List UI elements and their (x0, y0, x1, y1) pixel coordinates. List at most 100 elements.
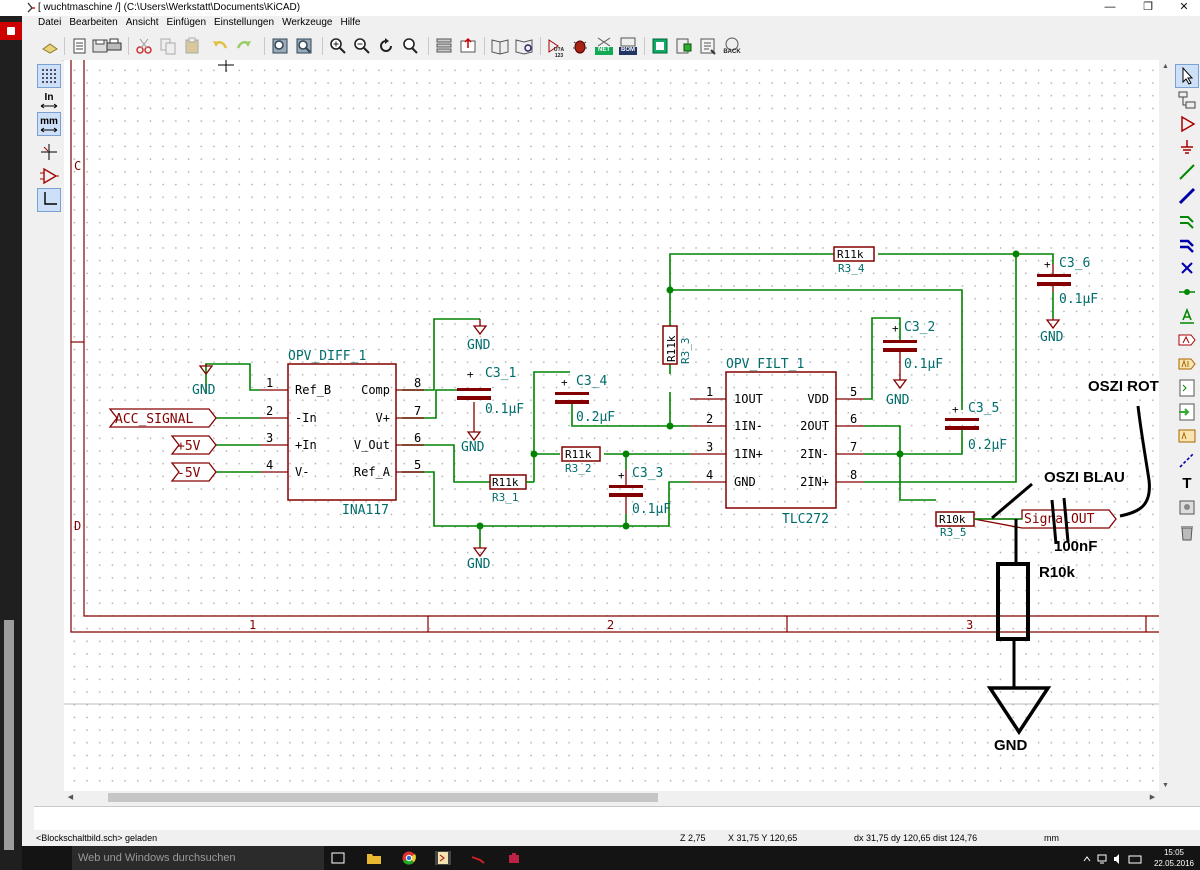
zoom-in-icon[interactable] (328, 36, 348, 56)
minimize-button[interactable]: — (1104, 1, 1116, 13)
volume-icon[interactable] (1112, 852, 1124, 866)
import-sheet-pin-button[interactable] (1175, 400, 1199, 424)
place-image-button[interactable] (1175, 496, 1199, 520)
hier-label-button[interactable] (1175, 352, 1199, 376)
graphic-line-button[interactable] (1175, 448, 1199, 472)
hier-label-minus-5v[interactable]: -5V (170, 462, 217, 482)
paste-icon[interactable] (182, 36, 202, 56)
zoom-fit-icon[interactable] (400, 36, 420, 56)
app-icon[interactable] (0, 22, 22, 40)
r3-4-resistor[interactable]: R11k R3_4 (833, 246, 875, 275)
delete-button[interactable] (1175, 520, 1199, 544)
scroll-down-icon[interactable]: ▼ (1162, 782, 1169, 789)
hierarchy-navigator-icon[interactable] (434, 36, 454, 56)
scroll-left-icon[interactable]: ◀ (67, 794, 74, 801)
new-sheet-icon[interactable] (40, 36, 60, 56)
library-editor-icon[interactable] (490, 36, 510, 56)
place-bus-button[interactable] (1175, 184, 1199, 208)
pcbnew-icon[interactable] (674, 36, 694, 56)
open-icon[interactable] (70, 36, 90, 56)
r3-2-resistor[interactable]: R11k R3_2 (561, 446, 601, 475)
scroll-right-icon[interactable]: ▶ (1149, 794, 1156, 801)
c3-5-capacitor[interactable]: + C3_5 0.2µF (945, 401, 1007, 453)
hier-label-signal-out[interactable]: SignalOUT (973, 509, 1117, 529)
menu-ansicht[interactable]: Ansicht (125, 17, 159, 28)
save-icon[interactable] (90, 36, 110, 56)
hierarchy-nav-button[interactable] (1175, 88, 1199, 112)
hier-sheet-button[interactable] (1175, 376, 1199, 400)
copy-icon[interactable] (158, 36, 178, 56)
hidden-pins-button[interactable] (37, 164, 61, 188)
redo-icon[interactable] (234, 36, 254, 56)
back-annotate-icon[interactable]: BACK (722, 36, 742, 56)
find-replace-icon[interactable] (294, 36, 314, 56)
eeschema-taskbar-icon[interactable] (435, 851, 451, 865)
r3-3-resistor[interactable]: R11k R3_3 (662, 325, 692, 365)
place-component-button[interactable] (1175, 112, 1199, 136)
horizontal-scroll-thumb[interactable] (108, 793, 658, 802)
graphic-text-button[interactable]: T (1175, 472, 1199, 496)
cursor-shape-button[interactable] (37, 140, 61, 164)
import-footprint-icon[interactable] (698, 36, 718, 56)
junction-button[interactable] (1175, 280, 1199, 304)
select-tool-button[interactable] (1175, 64, 1199, 88)
opv-filt-1-component[interactable]: OPV_FILT_1 TLC272 1 2 3 4 1OUT 1IN- 1IN+… (690, 357, 864, 527)
place-power-button[interactable] (1175, 136, 1199, 160)
horizontal-scrollbar[interactable]: ◀ ▶ (64, 791, 1172, 804)
find-icon[interactable] (270, 36, 290, 56)
menu-datei[interactable]: Datei (38, 17, 62, 28)
opv-diff-1-component[interactable]: OPV_DIFF_1 INA117 1 2 3 4 Ref_B -In +In … (260, 349, 424, 518)
taskbar-search-input[interactable]: Web und Windows durchsuchen (72, 846, 324, 870)
taskbar-clock[interactable]: 15:05 22.05.2016 (1154, 847, 1194, 869)
zoom-out-icon[interactable] (352, 36, 372, 56)
schematic-canvas[interactable]: C D 1 2 3 (64, 60, 1172, 792)
menu-hilfe[interactable]: Hilfe (340, 17, 361, 28)
keyboard-icon[interactable] (1128, 852, 1142, 866)
c3-6-capacitor[interactable]: + C3_6 0.1µF (1037, 256, 1098, 307)
file-explorer-icon[interactable] (366, 851, 382, 865)
network-icon[interactable] (1096, 852, 1108, 866)
scroll-up-icon[interactable]: ▲ (1162, 63, 1169, 70)
leave-sheet-icon[interactable] (458, 36, 478, 56)
orthogonal-wire-button[interactable] (37, 188, 61, 212)
erc-icon[interactable] (570, 36, 590, 56)
annotate-icon[interactable]: U?A 123 (546, 36, 566, 59)
scrollbar-thumb[interactable] (4, 620, 14, 850)
cut-icon[interactable] (134, 36, 154, 56)
c3-2-capacitor[interactable]: + C3_2 0.1µF (883, 320, 943, 372)
global-label-button[interactable] (1175, 328, 1199, 352)
menu-einstellungen[interactable]: Einstellungen (214, 17, 275, 28)
footprint-assign-icon[interactable] (650, 36, 670, 56)
r3-5-resistor[interactable]: R10k R3_5 (935, 511, 975, 539)
task-view-icon[interactable] (330, 851, 346, 865)
library-browser-icon[interactable] (514, 36, 534, 56)
menu-einfuegen[interactable]: Einfügen (166, 17, 207, 28)
grid-toggle-button[interactable] (37, 64, 61, 88)
kicad-taskbar-icon[interactable] (470, 851, 486, 865)
units-inch-button[interactable]: In (37, 88, 61, 112)
chrome-icon[interactable] (401, 851, 417, 865)
undo-icon[interactable] (210, 36, 230, 56)
vertical-scrollbar[interactable]: ▲ ▼ (1159, 60, 1172, 792)
tray-chevron-icon[interactable] (1082, 852, 1092, 866)
c3-4-capacitor[interactable]: + C3_4 0.2µF (555, 374, 615, 425)
menu-werkzeuge[interactable]: Werkzeuge (282, 17, 333, 28)
netlist-icon[interactable]: NET (594, 36, 614, 56)
restore-button[interactable]: ❐ (1143, 1, 1153, 13)
c3-3-capacitor[interactable]: + C3_3 0.1µF (609, 466, 671, 517)
hier-label-plus-5v[interactable]: +5V (170, 435, 217, 455)
wire-to-bus-entry-button[interactable] (1175, 208, 1199, 232)
app-taskbar-icon[interactable] (506, 851, 522, 865)
place-wire-button[interactable] (1175, 160, 1199, 184)
zoom-redraw-icon[interactable] (376, 36, 396, 56)
bom-icon[interactable]: BOM (618, 36, 638, 56)
units-mm-button[interactable]: mm (37, 112, 61, 136)
bus-to-bus-entry-button[interactable] (1175, 232, 1199, 256)
close-button[interactable]: ✕ (1179, 1, 1189, 13)
no-connect-button[interactable] (1175, 256, 1199, 280)
sheet-pin-button[interactable] (1175, 424, 1199, 448)
hier-label-acc-signal[interactable]: ACC_SIGNAL (108, 408, 217, 428)
print-icon[interactable] (104, 36, 124, 56)
menu-bearbeiten[interactable]: Bearbeiten (69, 17, 118, 28)
net-label-button[interactable] (1175, 304, 1199, 328)
